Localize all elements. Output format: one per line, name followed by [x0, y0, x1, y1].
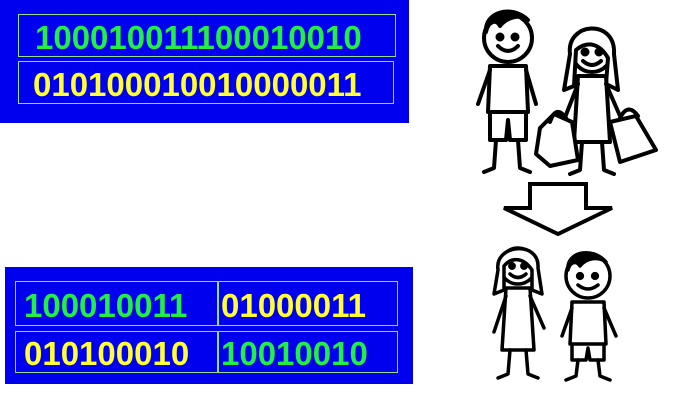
daughter-figure-icon [492, 246, 546, 380]
child-chromosome-1-right-segment: 01000011 [218, 281, 398, 326]
father-figure-icon [476, 9, 538, 174]
parent-chromosome-panel: 100010011100010010 010100010010000011 [0, 0, 409, 123]
parent-chromosome-2: 010100010010000011 [18, 61, 394, 104]
down-arrow-icon [500, 182, 616, 236]
child-chromosome-1-left-segment: 100010011 [15, 281, 218, 326]
children-icon [488, 240, 628, 382]
son-figure-icon [560, 251, 618, 382]
child-chromosome-panel: 100010011 01000011 010100010 10010010 [5, 267, 413, 384]
parents-icon [470, 4, 660, 182]
child-chromosome-2-right-segment: 10010010 [218, 331, 398, 373]
parent-chromosome-1: 100010011100010010 [18, 14, 396, 57]
child-chromosome-2-left-segment: 010100010 [15, 331, 218, 373]
mother-figure-icon [534, 26, 658, 176]
